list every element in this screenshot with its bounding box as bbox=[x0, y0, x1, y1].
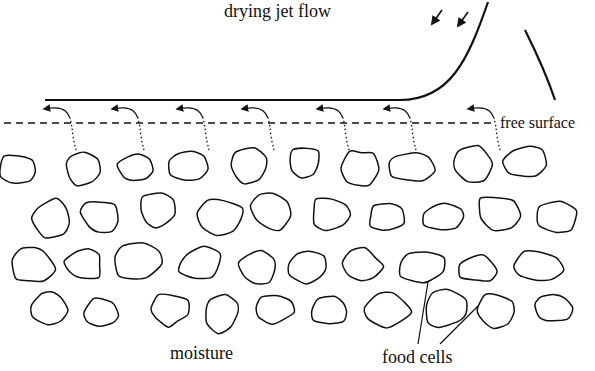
moisture-path bbox=[343, 118, 349, 150]
food-cell bbox=[84, 298, 119, 326]
food-cell bbox=[364, 292, 411, 328]
flow-arrow bbox=[432, 10, 442, 24]
food-cell bbox=[0, 155, 35, 183]
moisture-arrow bbox=[384, 108, 410, 118]
food-cell bbox=[141, 193, 175, 228]
food-cell bbox=[423, 203, 464, 229]
food-cell bbox=[535, 295, 573, 321]
food-cell bbox=[256, 296, 294, 325]
food-cell bbox=[341, 151, 379, 186]
food-cell bbox=[479, 197, 520, 230]
food-cells bbox=[0, 145, 577, 333]
food-cell bbox=[32, 198, 70, 238]
label: food cells bbox=[380, 348, 454, 368]
food-cell bbox=[64, 249, 100, 279]
moisture-arrow bbox=[112, 108, 138, 118]
food-cell bbox=[238, 251, 275, 284]
leader-line bbox=[440, 306, 478, 344]
food-cell bbox=[477, 294, 514, 329]
food-cell bbox=[169, 151, 208, 180]
food-cell bbox=[342, 248, 383, 281]
moisture-path bbox=[410, 118, 416, 150]
moisture-arrow bbox=[468, 108, 494, 118]
food-cell bbox=[31, 292, 68, 325]
food-cell bbox=[179, 246, 221, 278]
food-cell bbox=[312, 296, 347, 323]
food-cell bbox=[231, 148, 267, 184]
food-cell bbox=[117, 154, 153, 180]
food-cell bbox=[197, 199, 243, 235]
food-cell bbox=[290, 148, 319, 178]
moisture-path bbox=[138, 118, 144, 150]
flow-arrow bbox=[458, 12, 468, 26]
food-cell bbox=[80, 202, 118, 233]
moisture-paths bbox=[44, 108, 500, 150]
moisture-arrow bbox=[317, 108, 343, 118]
food-cell bbox=[12, 247, 56, 281]
food-cell bbox=[250, 193, 290, 230]
food-cell bbox=[313, 198, 350, 230]
food-cell bbox=[459, 255, 497, 281]
food-cell bbox=[514, 251, 564, 281]
jet-wall bbox=[45, 2, 488, 100]
moisture-arrow bbox=[44, 108, 70, 118]
moisture-arrow bbox=[242, 108, 268, 118]
food-cell bbox=[503, 146, 547, 176]
food-cell bbox=[66, 152, 100, 186]
food-cell bbox=[370, 204, 405, 231]
label: moisture bbox=[168, 344, 235, 364]
free-surface-line bbox=[4, 122, 495, 124]
label: drying jet flow bbox=[222, 2, 333, 22]
moisture-path bbox=[203, 118, 209, 150]
moisture-arrow bbox=[177, 108, 203, 118]
food-cell bbox=[454, 145, 493, 182]
jet-wall bbox=[525, 30, 555, 100]
food-cell bbox=[115, 243, 162, 279]
moisture-path bbox=[268, 118, 274, 150]
food-cell bbox=[151, 294, 189, 327]
food-cell bbox=[399, 252, 444, 283]
food-cell bbox=[537, 201, 577, 232]
food-cell bbox=[389, 153, 435, 181]
label: free surface bbox=[498, 114, 577, 132]
food-cell bbox=[288, 251, 326, 284]
moisture-path bbox=[70, 118, 76, 150]
leader-line bbox=[418, 282, 428, 344]
food-cell bbox=[426, 289, 467, 327]
food-cell bbox=[206, 295, 238, 334]
